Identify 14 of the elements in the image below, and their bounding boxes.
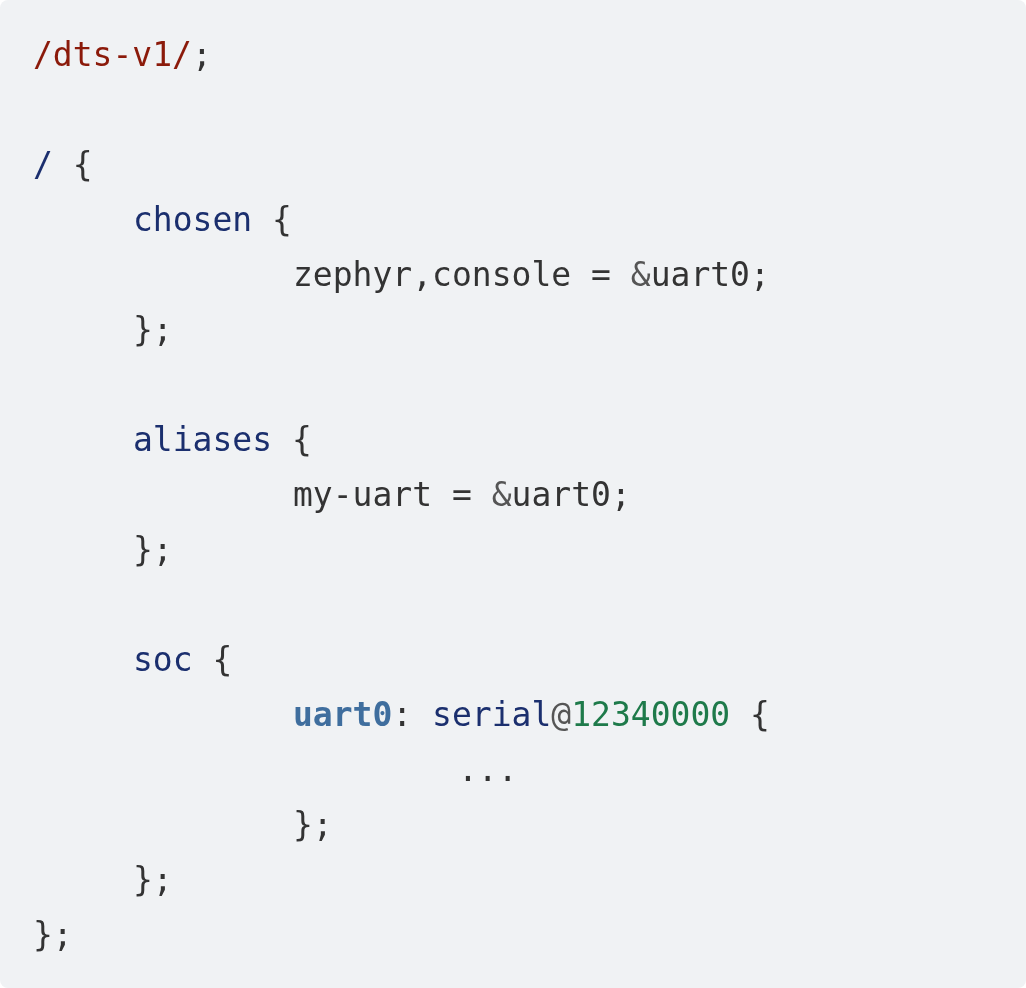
code-line: uart0: serial@12340000 { <box>293 695 770 735</box>
code-line: soc { <box>133 640 233 680</box>
code-line: }; <box>133 860 173 900</box>
code-line: / { <box>33 145 93 185</box>
code-line: /dts-v1/; <box>33 35 212 75</box>
code-line: aliases { <box>133 420 312 460</box>
code-line: zephyr,console = &uart0; <box>293 255 770 295</box>
code-line: }; <box>33 915 73 955</box>
code-line: chosen { <box>133 200 292 240</box>
code-line: }; <box>133 530 173 570</box>
code-line: ... <box>458 750 518 790</box>
code-line: my-uart = &uart0; <box>293 475 631 515</box>
code-line: }; <box>133 310 173 350</box>
code-line: }; <box>293 805 333 845</box>
